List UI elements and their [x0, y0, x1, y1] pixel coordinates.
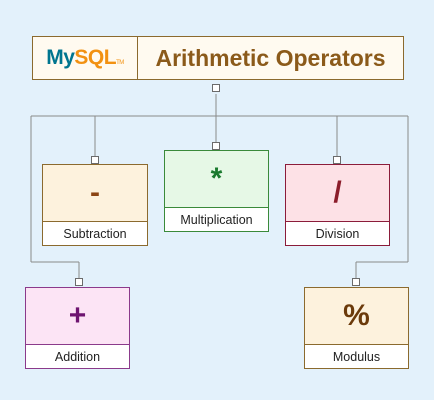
addition-label: Addition: [26, 344, 129, 368]
operator-division: / Division: [285, 164, 390, 246]
subtraction-label: Subtraction: [43, 221, 147, 245]
modulus-symbol: %: [343, 299, 370, 332]
addition-symbol: +: [68, 299, 87, 332]
connector-multiplication: [212, 142, 220, 150]
logo-sql: SQL: [74, 46, 117, 69]
operator-modulus: % Modulus: [304, 287, 409, 369]
operator-subtraction: - Subtraction: [42, 164, 148, 246]
logo-my: My: [46, 46, 75, 69]
multiplication-symbol: *: [210, 162, 223, 195]
page-title: Arithmetic Operators: [155, 44, 386, 71]
division-symbol: /: [333, 176, 342, 209]
operator-addition: + Addition: [25, 287, 130, 369]
connector-modulus: [352, 278, 360, 286]
modulus-label: Modulus: [305, 344, 408, 368]
connector-title: [212, 84, 220, 92]
operator-multiplication: * Multiplication: [164, 150, 269, 232]
connector-division: [333, 156, 341, 164]
logo-tm: TM: [116, 60, 124, 66]
division-label: Division: [286, 221, 389, 245]
multiplication-label: Multiplication: [165, 207, 268, 231]
connector-addition: [75, 278, 83, 286]
connector-subtraction: [91, 156, 99, 164]
subtraction-symbol: -: [90, 176, 100, 209]
